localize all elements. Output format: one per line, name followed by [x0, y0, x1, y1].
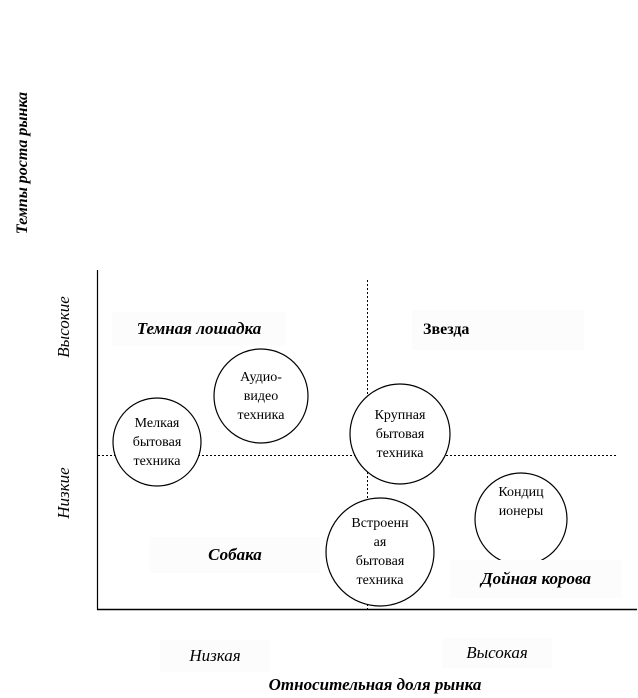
bubble-line: Кондиц: [498, 485, 544, 500]
bubble-audio-video: [213, 348, 309, 444]
bubble-air-conditioners-label: Кондиц ионеры: [475, 483, 567, 535]
y-axis-low-label: Низкие: [54, 467, 73, 519]
bubble-line: Крупная: [374, 407, 426, 423]
bubble-small-appliances-label: Мелкая бытовая техника: [113, 398, 201, 486]
bubble-line: техника: [237, 407, 285, 423]
quadrant-dog-label: Собака: [150, 537, 320, 573]
bubble-line: Мелкая: [134, 415, 180, 431]
quadrant-dark-horse-label: Темная лошадка: [112, 312, 286, 346]
bubble-line: Встроенн: [351, 516, 409, 531]
bubble-line: бытовая: [375, 426, 425, 442]
bubble-line: ая: [373, 535, 387, 550]
y-axis-title: Темпы роста рынка: [14, 91, 31, 235]
bubble-line: техника: [376, 445, 424, 461]
bubble-audio-video-label: Аудио- видео техника: [214, 349, 308, 443]
bubble-built-in-appliances: [325, 497, 435, 607]
bubble-large-appliances-label: Крупная бытовая техника: [350, 384, 450, 484]
bubble-line: ионеры: [498, 504, 544, 519]
y-axis-high-label: Высокие: [54, 296, 73, 358]
bubble-line: техника: [356, 573, 404, 588]
bubble-line: Аудио-: [240, 369, 282, 385]
bubble-line: бытовая: [132, 434, 182, 450]
x-axis-title: Относительная доля рынка: [268, 675, 482, 694]
bubble-line: видео: [243, 388, 279, 404]
quadrant-cash-cow-label: Дойная корова: [450, 560, 622, 598]
x-axis-low-label: Низкая: [160, 640, 270, 672]
bubble-small-appliances: [112, 397, 202, 487]
bubble-built-in-appliances-label: Встроенн ая бытовая техника: [326, 498, 434, 606]
quadrant-star-label: Звезда: [412, 310, 584, 350]
bubble-line: бытовая: [355, 554, 405, 569]
x-axis-high-label: Высокая: [442, 638, 552, 668]
bubble-line: техника: [133, 453, 181, 469]
bubble-large-appliances: [349, 383, 451, 485]
